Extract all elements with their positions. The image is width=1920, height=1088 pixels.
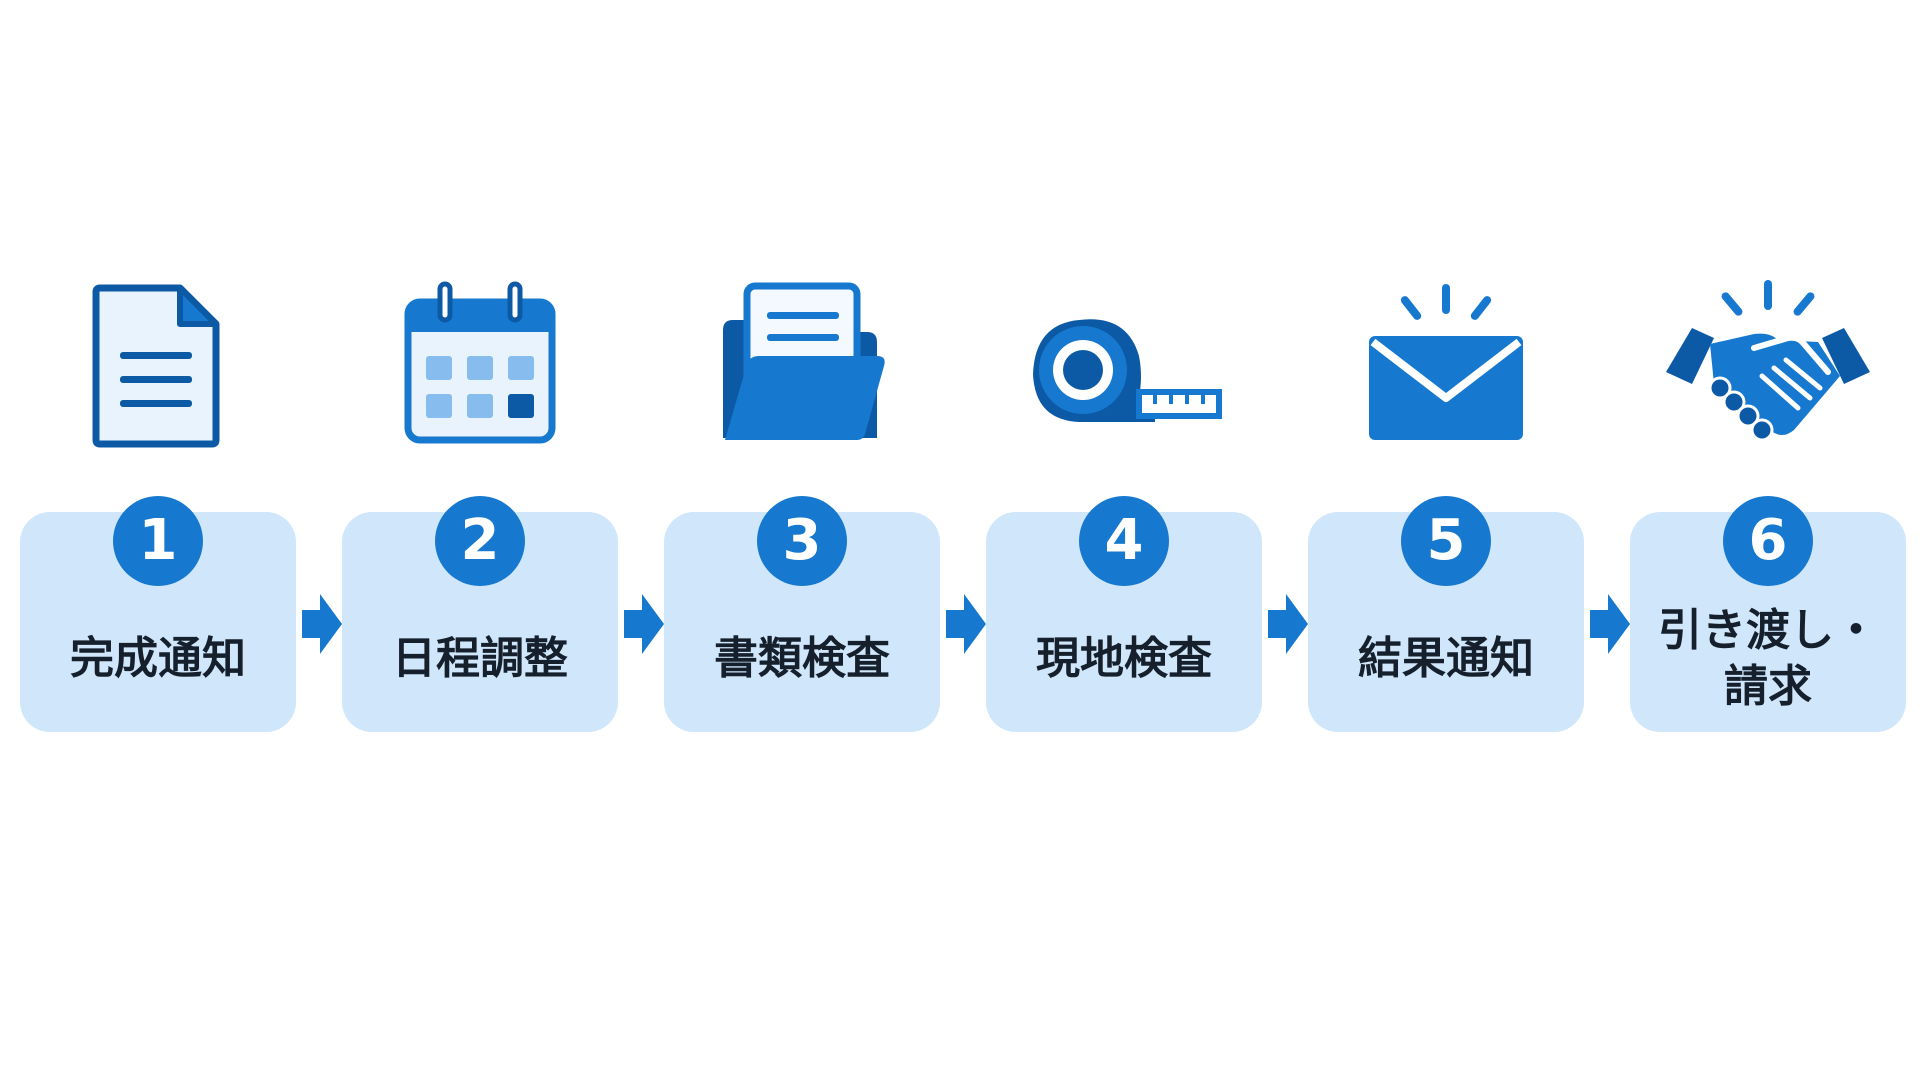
step-1: 1 完成通知 (20, 0, 296, 1088)
step-5: 5 結果通知 (1308, 0, 1584, 1088)
step-3: 3 書類検査 (664, 0, 940, 1088)
tape-measure-icon (986, 280, 1262, 480)
step-4: 4 現地検査 (986, 0, 1262, 1088)
step-label: 結果通知 (1358, 633, 1534, 684)
handshake-icon (1630, 280, 1906, 480)
step-number-badge: 5 (1401, 496, 1491, 586)
step-number-badge: 6 (1723, 496, 1813, 586)
calendar-icon (342, 280, 618, 480)
arrow-right-icon (622, 592, 666, 656)
arrow-right-icon (1588, 592, 1632, 656)
arrow-right-icon (1266, 592, 1310, 656)
step-number-badge: 2 (435, 496, 525, 586)
step-label: 引き渡し・ 請求 (1658, 605, 1878, 712)
step-label: 書類検査 (714, 633, 890, 684)
step-number-badge: 1 (113, 496, 203, 586)
step-label: 完成通知 (70, 633, 246, 684)
document-icon (20, 280, 296, 480)
arrow-right-icon (300, 592, 344, 656)
step-label: 日程調整 (392, 633, 568, 684)
step-label: 現地検査 (1036, 633, 1212, 684)
step-number-badge: 4 (1079, 496, 1169, 586)
step-number-badge: 3 (757, 496, 847, 586)
folder-icon (664, 280, 940, 480)
arrow-right-icon (944, 592, 988, 656)
step-6: 6 引き渡し・ 請求 (1630, 0, 1906, 1088)
envelope-icon (1308, 280, 1584, 480)
step-2: 2 日程調整 (342, 0, 618, 1088)
